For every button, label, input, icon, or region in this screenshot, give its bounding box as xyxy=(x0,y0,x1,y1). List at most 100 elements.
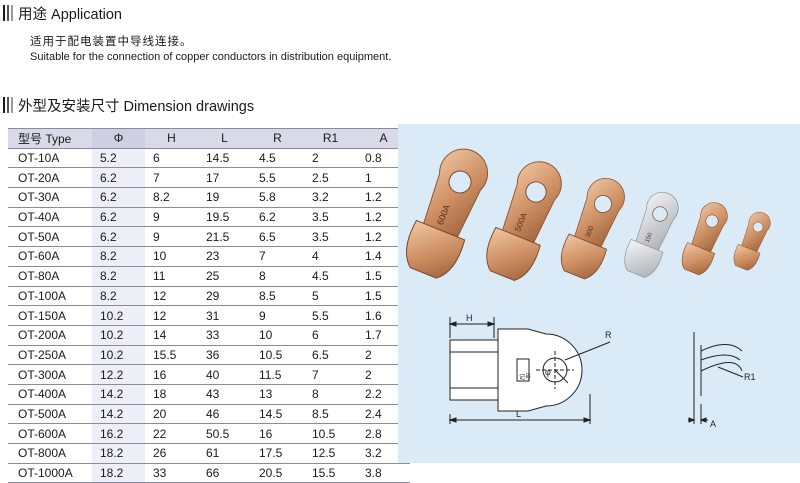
cell-value: 14.2 xyxy=(92,384,145,405)
cell-type: OT-30A xyxy=(8,187,92,208)
cell-value: 9 xyxy=(251,305,304,326)
cell-type: OT-20A xyxy=(8,167,92,189)
cell-value: 16.2 xyxy=(92,423,145,444)
cell-value: 8 xyxy=(251,266,304,287)
cell-value: 50.5 xyxy=(198,423,251,444)
cell-value: 21.5 xyxy=(198,226,251,248)
heading-bars-icon xyxy=(3,5,13,21)
cell-value: 12 xyxy=(145,286,198,307)
application-title: 用途 Application xyxy=(18,6,122,23)
cell-value: 12.2 xyxy=(92,364,145,385)
cell-value: 29 xyxy=(198,286,251,307)
cell-value: 1.2 xyxy=(357,226,410,248)
lug-label: 150 xyxy=(645,231,655,243)
cell-value: 20.5 xyxy=(251,463,304,483)
cell-value: 14.5 xyxy=(251,404,304,425)
cell-value: 46 xyxy=(198,404,251,425)
cell-type: OT-100A xyxy=(8,286,92,307)
cell-value: 3.5 xyxy=(304,226,357,248)
cell-type: OT-40A xyxy=(8,207,92,228)
cell-value: 6.2 xyxy=(251,207,304,228)
cell-type: OT-150A xyxy=(8,305,92,326)
cell-value: 6.2 xyxy=(92,167,145,189)
front-dimension-drawing xyxy=(448,317,611,424)
cell-value: 1 xyxy=(357,167,410,189)
cell-value: 31 xyxy=(198,305,251,326)
cell-value: 11 xyxy=(145,266,198,287)
cell-value: 19 xyxy=(198,187,251,208)
cell-value: 4.5 xyxy=(251,148,304,169)
cell-value: 3.8 xyxy=(357,463,410,483)
cell-type: OT-1000A xyxy=(8,463,92,483)
cell-value: 10.2 xyxy=(92,325,145,346)
label-h: H xyxy=(466,313,473,323)
cell-type: OT-600A xyxy=(8,423,92,444)
cell-value: 8.2 xyxy=(145,187,198,208)
cell-value: 18 xyxy=(145,384,198,405)
cell-value: 61 xyxy=(198,443,251,464)
cell-value: 5.5 xyxy=(251,167,304,189)
label-phi: φ xyxy=(545,367,551,377)
table-header-5: R1 xyxy=(304,128,357,149)
cell-type: OT-200A xyxy=(8,325,92,346)
cell-value: 9 xyxy=(145,226,198,248)
cell-value: 8 xyxy=(304,384,357,405)
cell-value: 2 xyxy=(357,345,410,366)
cell-value: 8.2 xyxy=(92,246,145,267)
cell-value: 8.2 xyxy=(92,286,145,307)
label-l: L xyxy=(516,409,521,419)
cell-value: 33 xyxy=(198,325,251,346)
cell-value: 8.2 xyxy=(92,266,145,287)
cell-value: 5.2 xyxy=(92,148,145,169)
cell-value: 5.8 xyxy=(251,187,304,208)
lug-label: 300 xyxy=(585,225,596,239)
dimension-heading: 外型及安装尺寸 Dimension drawings xyxy=(3,96,254,115)
table-header-0: 型号 Type xyxy=(8,128,92,149)
cell-value: 16 xyxy=(251,423,304,444)
cell-type: OT-50A xyxy=(8,226,92,248)
table-header-4: R xyxy=(251,128,304,149)
cell-value: 17.5 xyxy=(251,443,304,464)
cell-value: 66 xyxy=(198,463,251,483)
cell-value: 3.2 xyxy=(357,443,410,464)
table-header-2: H xyxy=(145,128,198,149)
cell-value: 2.2 xyxy=(357,384,410,405)
table-header-3: L xyxy=(198,128,251,149)
cell-value: 6.5 xyxy=(304,345,357,366)
cell-value: 1.4 xyxy=(357,246,410,267)
lug-photo: 600A xyxy=(405,148,489,279)
cell-value: 10.5 xyxy=(251,345,304,366)
cell-value: 10.2 xyxy=(92,305,145,326)
application-desc-en: Suitable for the connection of copper co… xyxy=(30,51,392,63)
lug-photo: 300 xyxy=(560,178,625,280)
cell-value: 14.5 xyxy=(198,148,251,169)
cell-value: 10.2 xyxy=(92,345,145,366)
cell-value: 2 xyxy=(357,364,410,385)
cell-type: OT-60A xyxy=(8,246,92,267)
cell-type: OT-500A xyxy=(8,404,92,425)
application-heading: 用途 Application xyxy=(3,4,122,23)
cell-type: OT-300A xyxy=(8,364,92,385)
cell-value: 6.2 xyxy=(92,207,145,228)
cell-value: 5.5 xyxy=(304,305,357,326)
cell-value: 22 xyxy=(145,423,198,444)
cell-value: 13 xyxy=(251,384,304,405)
cell-value: 4 xyxy=(304,246,357,267)
lug-photo xyxy=(681,202,728,276)
application-desc-zh: 适用于配电装置中导线连接。 xyxy=(30,36,193,48)
cell-value: 2 xyxy=(304,148,357,169)
label-r1: R1 xyxy=(744,372,756,382)
